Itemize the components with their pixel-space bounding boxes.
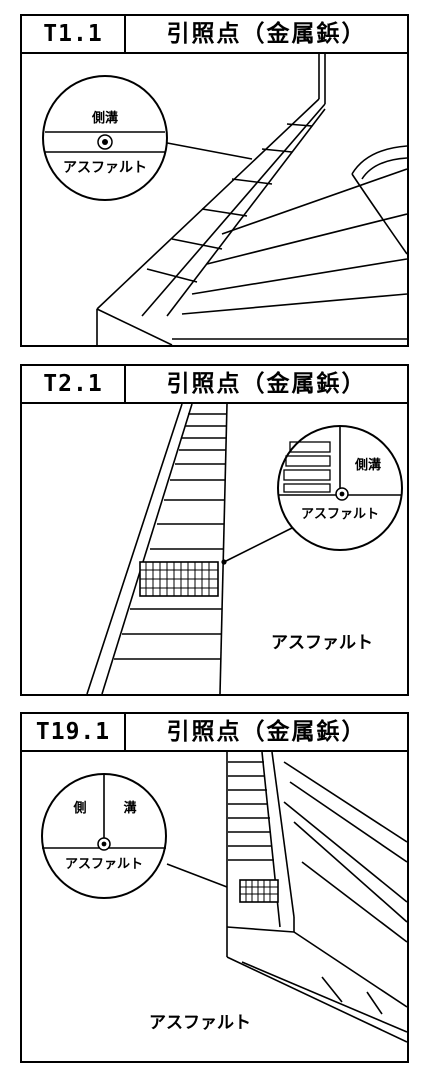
reference-point-panel-t1-1: T1.1 引照点（金属鋲） (20, 14, 409, 347)
panel-title: 引照点（金属鋲） (166, 719, 367, 745)
reference-point-panel-t19-1: T19.1 引照点（金属鋲） (20, 712, 409, 1063)
metal-stud-marker-icon (97, 134, 113, 150)
point-code: T2.1 (22, 366, 126, 402)
reference-point-panel-t2-1: T2.1 引照点（金属鋲） (20, 364, 409, 696)
panel-title: 引照点（金属鋲） (166, 371, 367, 397)
asphalt-road-label: アスファルト (149, 1013, 251, 1033)
ditch-label: 側溝 (91, 110, 118, 126)
point-code: T19.1 (22, 714, 126, 750)
ditch-label: 側溝 (354, 457, 381, 473)
site-sketch: 側 溝 アスファルト アスファルト (41, 752, 407, 1043)
ditch-label-right: 溝 (123, 800, 136, 816)
detail-callout-circle: 側溝 アスファルト (42, 75, 168, 201)
asphalt-circle-label: アスファルト (301, 507, 379, 522)
site-sketch: 側溝 アスファルト (42, 54, 407, 345)
ditch-label-left: 側 (72, 800, 86, 816)
site-sketch: 側溝 アスファルト アスファルト (86, 404, 403, 694)
panel-header: T2.1 引照点（金属鋲） (22, 366, 407, 404)
panel-header: T19.1 引照点（金属鋲） (22, 714, 407, 752)
point-code: T1.1 (22, 16, 126, 52)
asphalt-circle-label: アスファルト (65, 857, 143, 872)
asphalt-label: アスファルト (63, 160, 147, 176)
panel-header: T1.1 引照点（金属鋲） (22, 16, 407, 54)
detail-callout-circle: 側溝 アスファルト (277, 425, 403, 551)
panel-title: 引照点（金属鋲） (166, 21, 367, 47)
detail-callout-circle: 側 溝 アスファルト (41, 773, 167, 899)
asphalt-road-label: アスファルト (271, 633, 373, 653)
